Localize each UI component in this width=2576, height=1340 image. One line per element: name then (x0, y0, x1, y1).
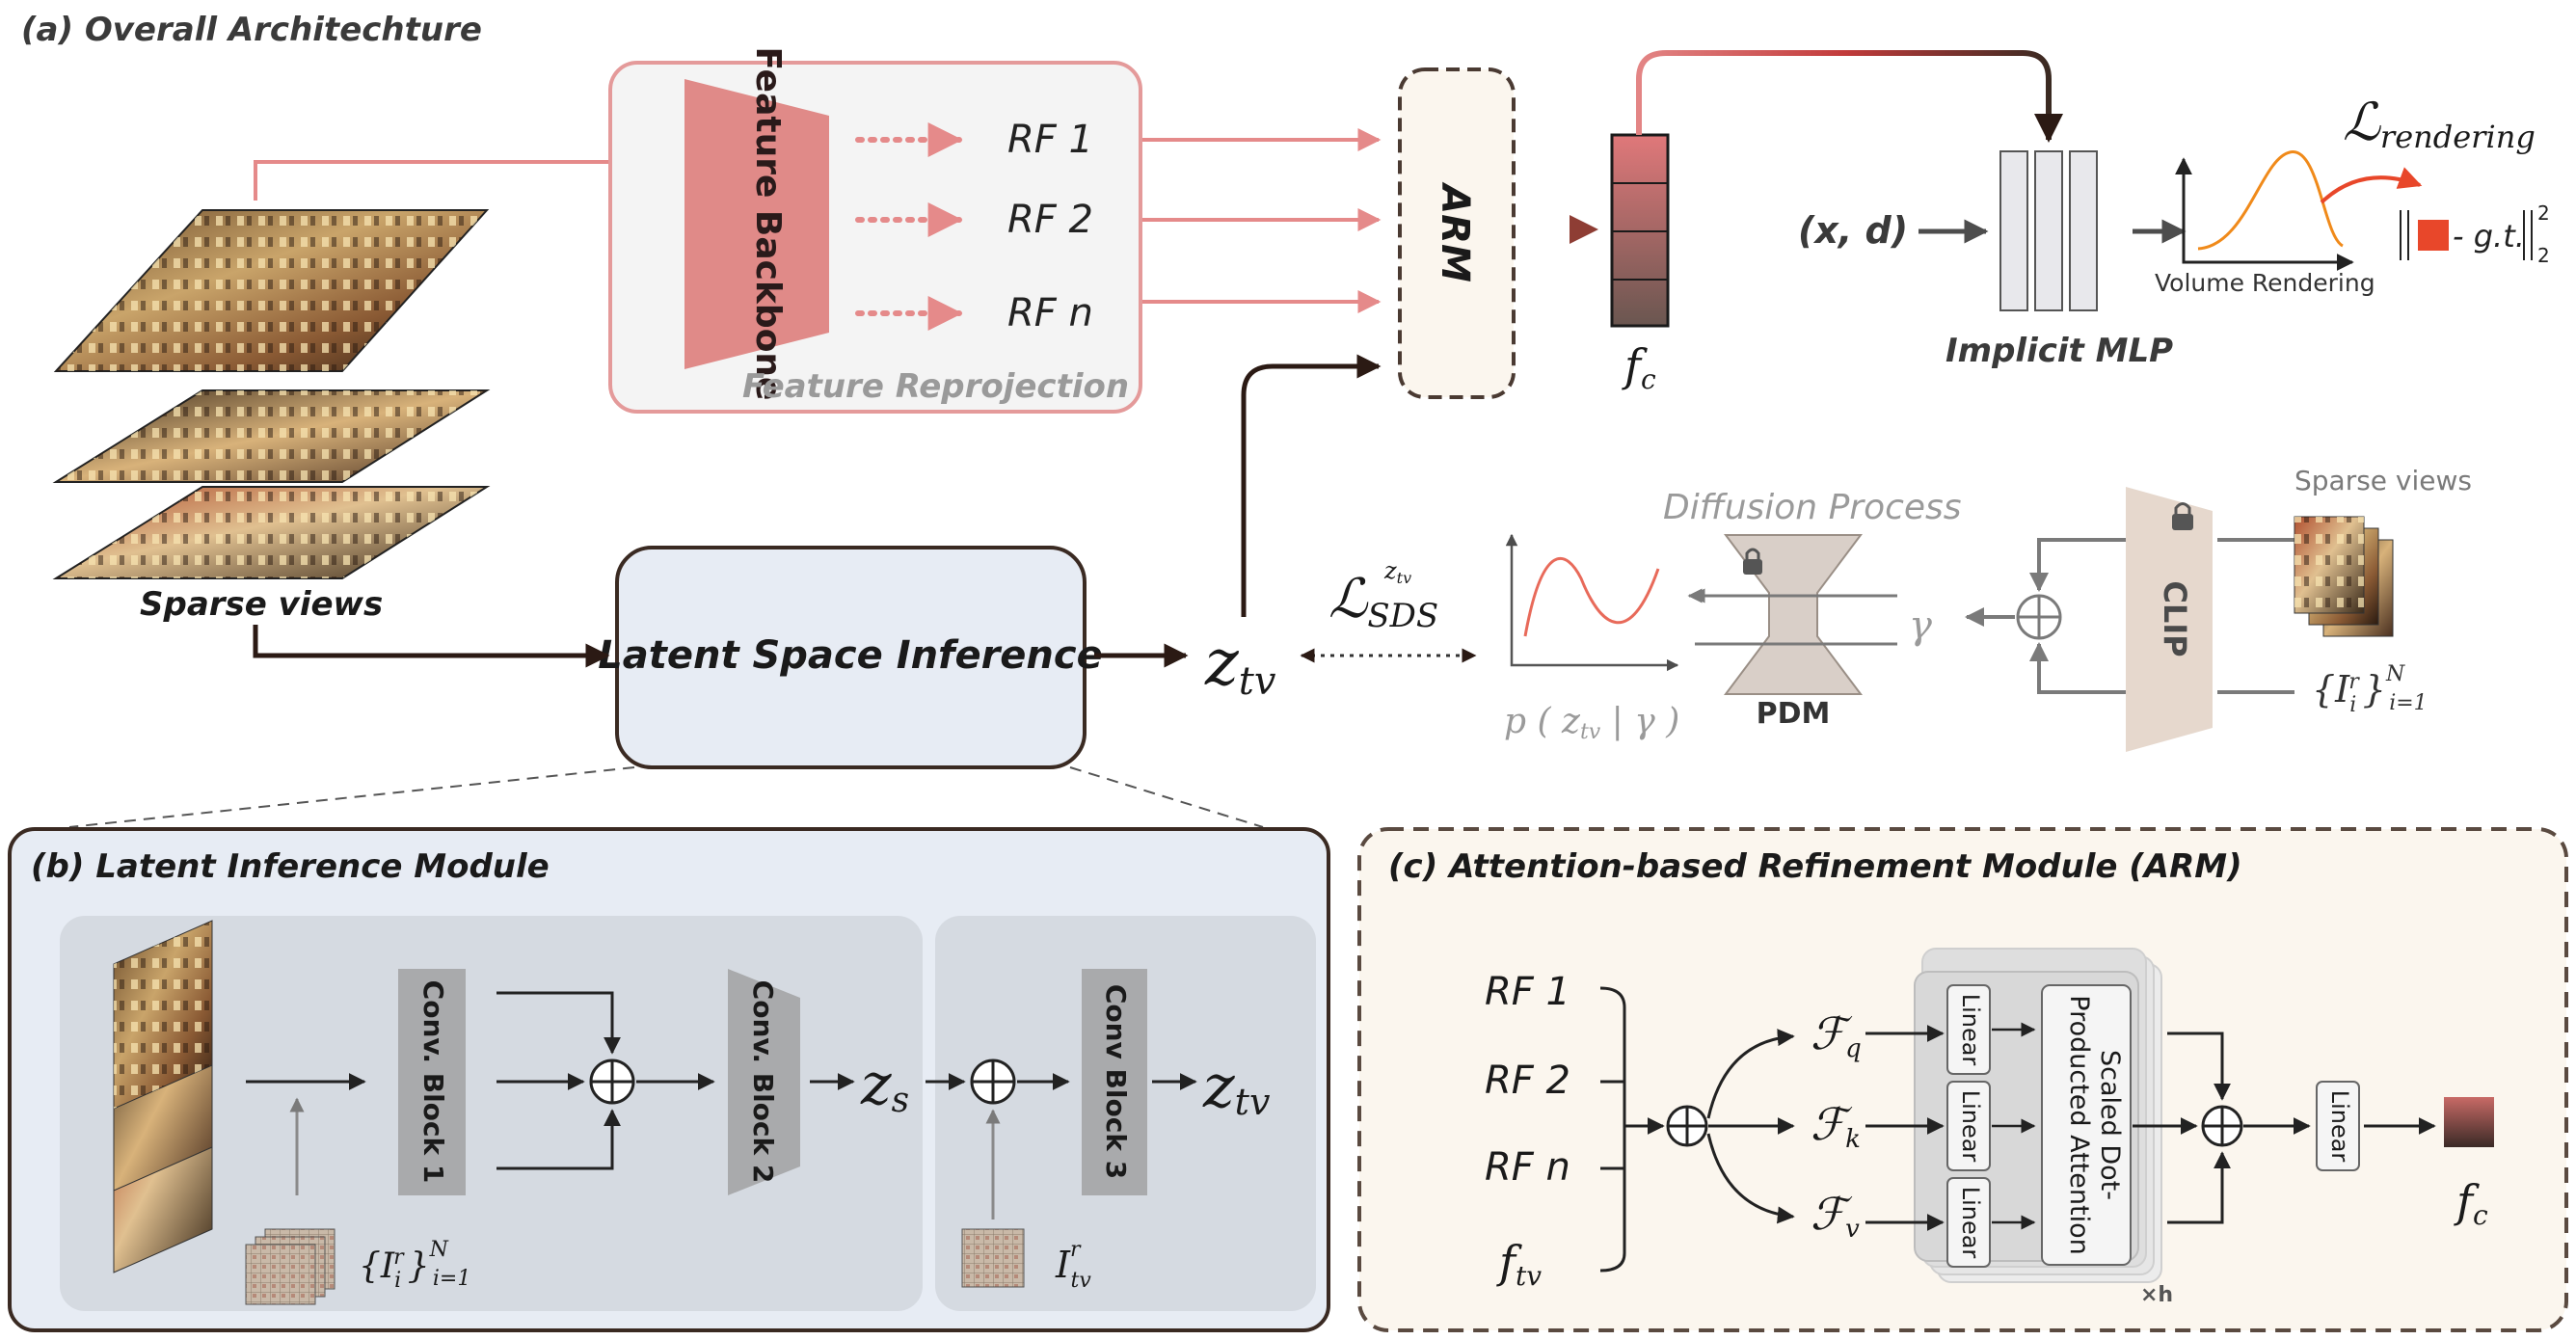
diffusion-process-label: Diffusion Process (1663, 488, 1962, 527)
conv-block-1 (398, 969, 466, 1195)
latent-space-inference-label: Latent Space Inference (598, 633, 1103, 678)
linear-out-label: Linear (2326, 1090, 2353, 1163)
panel-a-title: (a) Overall Architechture (21, 11, 482, 49)
l-sds-label: ℒSDS (1328, 568, 1438, 635)
oplus-c1 (1666, 1105, 1708, 1147)
clip-lock-icon (2172, 502, 2193, 530)
clip-to-oplus-bottom-arrow (2029, 642, 2155, 694)
panel-b-ztv-label: ztv (1202, 1051, 1271, 1123)
zoom-line-left (68, 766, 635, 828)
attn-skip-bottom (2167, 1151, 2231, 1224)
sparse-views-small-stack (2294, 516, 2394, 637)
sparse-views-right-label: Sparse views (2294, 465, 2472, 496)
attention-label-1: Scaled Dot- (2095, 1050, 2125, 1200)
rf-1-label: RF 1 (1007, 118, 1093, 162)
images-to-latent-arrow (253, 625, 610, 668)
sparse-views-image-stack (52, 209, 491, 579)
distribution-plot (1505, 533, 1679, 672)
norm-sub: 2 (2537, 244, 2550, 267)
gt-label: - g.t. (2453, 218, 2525, 255)
scaled-dot-attention-box (2041, 984, 2132, 1266)
fc-to-mlp-arrow (1636, 50, 2063, 143)
conv-block-2-label: Conv. Block 2 (747, 980, 779, 1184)
volume-rendering-label: Volume Rendering (2155, 269, 2375, 297)
rf-2-label: RF 2 (1007, 198, 1093, 242)
linear-k-label: Linear (1957, 1090, 1984, 1163)
inputs-bracket (1599, 986, 1626, 1273)
zoom-line-right (1069, 766, 1264, 828)
latent-space-inference-box (615, 546, 1087, 769)
conv1-skip-top (496, 991, 621, 1055)
conv-block-1-label: Conv. Block 1 (417, 980, 449, 1184)
rf-n-label: RF n (1007, 291, 1093, 335)
pdm-label: PDM (1757, 697, 1831, 731)
linear-v-box (1946, 1177, 1991, 1268)
ztv-label: ztv (1204, 626, 1276, 704)
feature-reprojection-label: Feature Reprojection (742, 367, 1129, 406)
implicit-mlp-label: Implicit MLP (1945, 332, 2173, 370)
volume-rendering-plot (2175, 150, 2354, 271)
l-sds-sup: ztv (1383, 557, 1411, 587)
panel-b-irset-thumbnails (245, 1228, 335, 1305)
panel-b-image-stack (113, 920, 213, 1273)
fc-label: fc (1622, 339, 1656, 395)
implicit-mlp-block (1999, 150, 2098, 311)
panel-c-rfn-label: RF n (1485, 1145, 1570, 1190)
images-to-backbone-arrow (254, 150, 639, 201)
pdm-block (1687, 534, 1897, 695)
sparse-views-label: Sparse views (140, 585, 383, 624)
panel-c-ftv-label: ftv (1496, 1236, 1542, 1292)
panel-c-title: (c) Attention-based Refinement Module (A… (1388, 847, 2242, 886)
rendered-color-square (2418, 220, 2449, 251)
panel-b-title: (b) Latent Inference Module (31, 847, 550, 886)
loss-norm (2400, 210, 2533, 260)
conv1-skip-bottom (496, 1109, 621, 1170)
arm-box (1398, 67, 1516, 399)
feature-backbone-block (684, 79, 829, 369)
xd-label: (x, d) (1798, 209, 1908, 252)
conv-block-3-label: Conv Block 3 (1100, 984, 1132, 1179)
oplus-b1 (589, 1059, 635, 1105)
l-rendering-label: ℒrendering (2343, 92, 2536, 155)
oplus-b2 (970, 1059, 1016, 1105)
linear-q-label: Linear (1957, 994, 1984, 1066)
xh-label: ×h (2140, 1283, 2173, 1307)
fc-feature-vector (1610, 133, 1670, 328)
linear-v-label: Linear (1957, 1187, 1984, 1259)
attention-label-2: Producted Attention (2064, 995, 2094, 1254)
rf-to-arm-arrows (1142, 128, 1382, 313)
oplus-to-fv-arrow (1706, 1133, 1795, 1224)
linear-q-box (1946, 984, 1991, 1075)
rf-dotted-arrows (855, 122, 963, 331)
attn-skip-top (2167, 1032, 2231, 1101)
panel-b-inner-left (60, 916, 923, 1311)
linear-out-box (2316, 1081, 2360, 1171)
clip-to-oplus-top-arrow (2029, 538, 2155, 592)
oplus-to-fq-arrow (1706, 1029, 1795, 1119)
panel-c-rf2-label: RF 2 (1485, 1059, 1570, 1103)
feature-backbone-label: Feature Backbone (748, 47, 788, 401)
oplus-c2 (2201, 1105, 2243, 1147)
rendering-to-loss-arrow (2320, 167, 2423, 204)
conv-block-2 (728, 969, 800, 1195)
clip-label: CLIP (2157, 580, 2193, 657)
irtv-thumbnail (961, 1228, 1025, 1288)
pdm-lock-icon (1743, 548, 1762, 575)
gamma-label: γ (1909, 603, 1932, 648)
panel-c-fc-square (2444, 1097, 2494, 1147)
arm-label: ARM (1433, 181, 1477, 282)
zs-label: zs (860, 1051, 909, 1120)
panel-c-rf1-label: RF 1 (1485, 970, 1570, 1014)
ztv-to-arm-arrow (1241, 354, 1382, 617)
clip-block (2126, 487, 2213, 752)
oplus-right (2016, 594, 2062, 640)
p-label: p ( ztv | γ ) (1504, 702, 1679, 744)
norm-sup: 2 (2537, 201, 2550, 225)
conv-block-3 (1082, 969, 1147, 1195)
linear-k-box (1946, 1081, 1991, 1171)
